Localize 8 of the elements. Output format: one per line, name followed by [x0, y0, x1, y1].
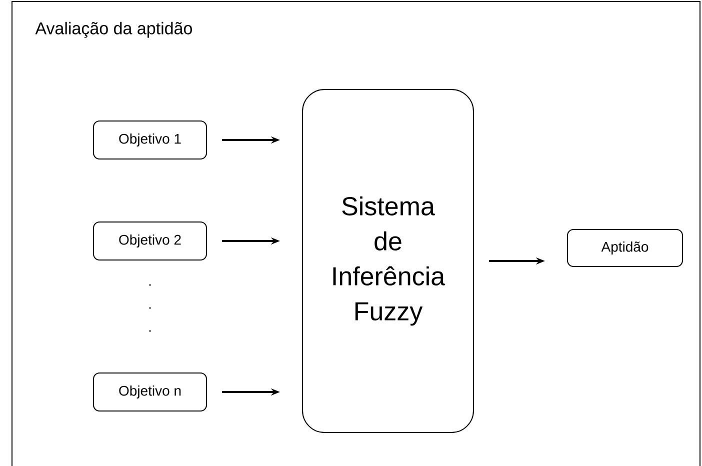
dot: . — [149, 330, 151, 332]
box: Objetivo n — [93, 372, 207, 412]
system-box: Sistema de Inferência Fuzzy — [302, 89, 474, 433]
box: Objetivo 1 — [93, 120, 207, 160]
box: Aptidão — [567, 229, 683, 267]
dot: . — [149, 307, 151, 309]
dot: . — [149, 284, 151, 286]
box: Objetivo 2 — [93, 222, 207, 260]
